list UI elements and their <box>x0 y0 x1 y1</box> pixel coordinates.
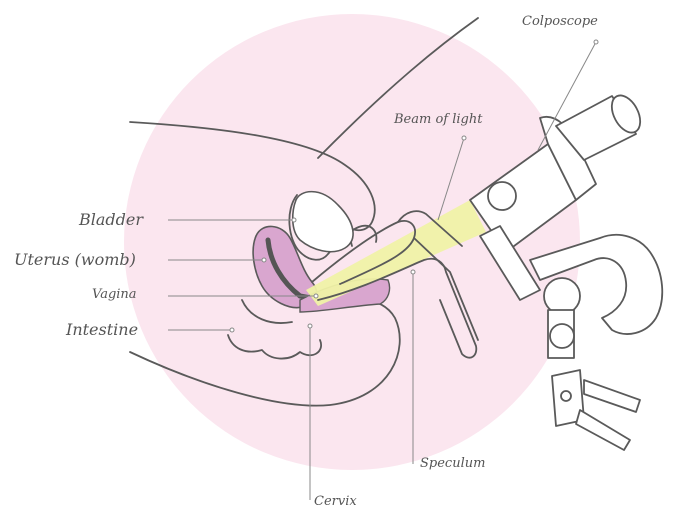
cervix-label: Cervix <box>314 494 357 509</box>
vagina-label: Vagina <box>92 287 137 302</box>
speculum-label: Speculum <box>420 456 485 471</box>
colposcope-label: Colposcope <box>522 14 598 29</box>
bladder-label: Bladder <box>79 210 143 229</box>
intestine-label: Intestine <box>66 320 138 339</box>
beam-of-light-label: Beam of light <box>394 112 482 127</box>
uterus-label: Uterus (womb) <box>14 250 136 269</box>
